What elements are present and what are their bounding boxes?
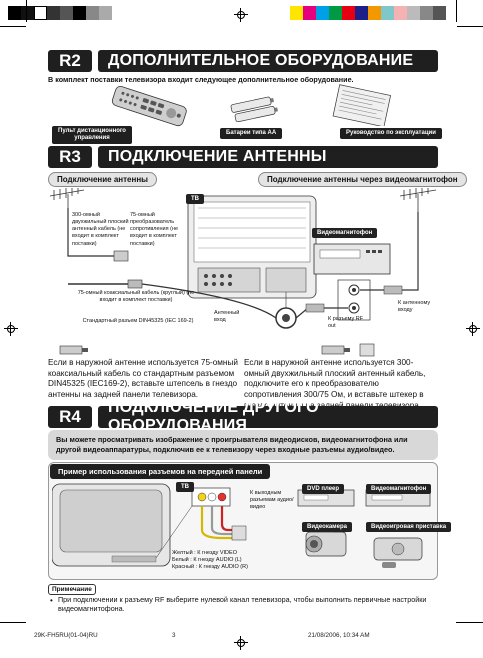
cable-legend-row: Белый : К гнезду AUDIO (L)	[172, 557, 242, 564]
section-tag: R3	[48, 146, 92, 168]
game-console-label: Видеоигровая приставка	[366, 522, 452, 532]
section-r3-header: R3 ПОДКЛЮЧЕНИЕ АНТЕННЫ	[48, 146, 438, 168]
section-r2-header: R2 ДОПОЛНИТЕЛЬНОЕ ОБОРУДОВАНИЕ	[48, 50, 438, 72]
batteries-image	[230, 96, 278, 122]
batteries-label: Батареи типа АА	[220, 128, 283, 140]
tv-label: ТВ	[176, 482, 194, 492]
section-tag: R2	[48, 50, 92, 72]
r2-intro: В комплект поставки телевизора входит сл…	[48, 75, 354, 84]
to-antenna-input-label: К антенному входу	[398, 300, 431, 314]
r3-right-text: Если в наружной антенне используется 300…	[244, 358, 426, 410]
trim-line	[456, 0, 457, 22]
registration-bar-right	[290, 6, 446, 20]
footer-timestamp: 21/08/2006, 10:34 AM	[308, 632, 370, 639]
trim-line	[456, 622, 483, 623]
section-title: ДОПОЛНИТЕЛЬНОЕ ОБОРУДОВАНИЕ	[98, 50, 438, 72]
trim-line	[26, 0, 27, 22]
plug-icon	[59, 345, 88, 355]
registration-bar-left	[8, 6, 112, 20]
crop-mark-icon	[4, 322, 18, 336]
game-console-icon	[373, 537, 423, 568]
trim-line	[457, 26, 483, 27]
crop-mark-icon	[234, 636, 248, 650]
remote-label: Пульт дистанционного управления	[52, 126, 132, 145]
crop-mark-icon	[466, 322, 480, 336]
example-title: Пример использования разъемов на передне…	[50, 464, 271, 479]
note-bullet: •	[50, 596, 53, 605]
section-title: ПОДКЛЮЧЕНИЕ АНТЕННЫ	[98, 146, 438, 168]
tv-label: ТВ	[186, 194, 204, 204]
outdoor-antenna-icon	[399, 188, 437, 212]
av-cable-bundle	[200, 506, 232, 540]
crop-mark-icon	[234, 8, 248, 22]
vcr-device-label: Видеомагнитофон	[366, 484, 432, 494]
camcorder-label: Видеокамера	[302, 522, 352, 532]
note-text: При подключении к разъему RF выберите ну…	[58, 595, 427, 614]
dvd-player-label: DVD плеер	[302, 484, 345, 494]
manual-label: Руководство по эксплуатации	[340, 128, 442, 140]
cable-legend-row: Красный : К гнезду AUDIO (R)	[172, 564, 248, 571]
vcr-label: Видеомагнитофон	[312, 228, 378, 238]
antenna-via-vcr-pill: Подключение антенны через видеомагнитофо…	[258, 172, 467, 187]
section-r4-header: R4 ПОДКЛЮЧЕНИЕ ДРУГОГО ОБОРУДОВАНИЯ	[48, 399, 438, 434]
section-title: ПОДКЛЮЧЕНИЕ ДРУГОГО ОБОРУДОВАНИЯ	[98, 399, 438, 434]
antenna-connection-pill: Подключение антенны	[48, 172, 157, 187]
av-output-label: К выходным разъемам аудио/видео	[250, 490, 294, 511]
coax-75-ohm-label: 75-омный коаксиальный кабель (круглый) (…	[77, 290, 195, 304]
antenna-connection-diagram	[49, 188, 437, 357]
trim-line	[0, 26, 26, 27]
rf-out-label: К разъему RF out	[328, 316, 364, 330]
remote-control-image	[111, 86, 187, 127]
footer-page: 3	[172, 632, 176, 639]
antenna-input-label: Антенный вход	[214, 310, 240, 324]
front-av-diagram	[52, 483, 431, 568]
plug-icon	[321, 343, 375, 357]
cable-300-ohm-label: 300-омный двухжильный плоский антенный к…	[72, 212, 129, 247]
din-plug-label: Стандартный разъем DIN45325 (IEC 169-2)	[82, 318, 194, 324]
r4-intro: Вы можете просматривать изображение с пр…	[48, 430, 438, 460]
note-label: Примечание	[48, 584, 96, 595]
cable-legend: Желтый : К гнезду VIDEO Белый : К гнезду…	[172, 550, 272, 571]
r3-left-text: Если в наружной антенне используется 75-…	[48, 358, 238, 399]
outdoor-antenna-icon	[49, 188, 85, 208]
trim-line	[0, 622, 26, 623]
manual-image	[332, 84, 391, 126]
footer-file: 29K-FH5RU(01-04)RU	[34, 632, 98, 639]
section-tag: R4	[48, 406, 92, 428]
cable-legend-row: Желтый : К гнезду VIDEO	[172, 550, 237, 556]
converter-75-ohm-label: 75-омный преобразователь сопротивления (…	[130, 212, 179, 247]
